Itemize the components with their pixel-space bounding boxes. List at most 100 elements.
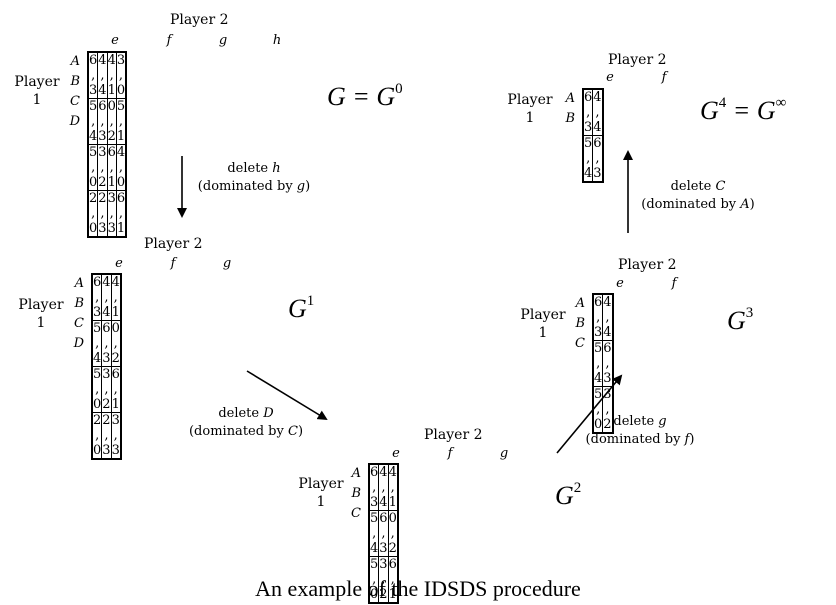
payoff-cell: 5 , 0 bbox=[592, 386, 604, 434]
game-label: G = G0 bbox=[327, 81, 403, 111]
payoff-cell: 4 , 4 bbox=[101, 273, 112, 321]
payoff-cell: 4 , 4 bbox=[602, 293, 614, 341]
row-header: B bbox=[575, 316, 585, 331]
payoff-cell: 4 , 1 bbox=[387, 463, 399, 511]
table-row: 5 , 0 3 , 2 6 , 1 4 , 0 bbox=[87, 144, 127, 191]
column-header: e bbox=[616, 276, 624, 291]
payoff-cell: 4 , 0 bbox=[115, 144, 127, 191]
payoff-cell: 2 , 3 bbox=[101, 412, 112, 460]
row-header: C bbox=[74, 316, 84, 331]
column-header: g bbox=[499, 446, 509, 461]
column-header: g bbox=[218, 33, 228, 48]
step-note-delete-c: delete C (dominated by A) bbox=[641, 179, 755, 212]
payoff-cell: 5 , 1 bbox=[115, 98, 127, 145]
table-row: 5 , 0 3 , 2 6 , 1 bbox=[368, 556, 399, 604]
row-header: A bbox=[565, 91, 575, 106]
table-row: 5 , 4 6 , 3 0 , 2 5 , 1 bbox=[87, 98, 127, 145]
row-header: B bbox=[74, 296, 84, 311]
payoff-cell: 6 , 3 bbox=[87, 51, 99, 99]
column-header: f bbox=[661, 70, 667, 85]
player2-label: Player 2 bbox=[424, 427, 483, 443]
step-note-delete-d: delete D (dominated by C) bbox=[188, 406, 304, 439]
payoff-cell: 2 , 0 bbox=[91, 412, 103, 460]
step-note-delete-h: delete h (dominated by g) bbox=[197, 161, 311, 194]
step-note-delete-g: delete g (dominated by f) bbox=[585, 414, 695, 447]
row-header: C bbox=[575, 336, 585, 351]
payoff-cell: 4 , 4 bbox=[97, 51, 108, 99]
game-label: G1 bbox=[288, 293, 315, 323]
payoff-cell: 5 , 0 bbox=[91, 366, 103, 413]
payoff-cell: 6 , 3 bbox=[582, 88, 594, 136]
game-label: G4 = G∞ bbox=[700, 95, 787, 125]
payoff-cell: 2 , 0 bbox=[87, 190, 99, 238]
column-header: e bbox=[115, 256, 123, 271]
row-header: B bbox=[70, 74, 80, 89]
payoff-cell: 3 , 3 bbox=[110, 412, 122, 460]
payoff-cell: 6 , 3 bbox=[91, 273, 103, 321]
payoff-cell: 4 , 4 bbox=[378, 463, 389, 511]
table-row: 2 , 0 2 , 3 3 , 3 bbox=[91, 412, 122, 460]
payoff-cell: 0 , 2 bbox=[387, 510, 399, 557]
payoff-cell: 6 , 3 bbox=[602, 340, 614, 387]
player2-label: Player 2 bbox=[170, 12, 229, 28]
payoff-matrix: 6 , 3 4 , 4 4 , 1 5 , 4 6 , 3 0 , 2 5 , … bbox=[91, 273, 122, 460]
payoff-cell: 6 , 3 bbox=[378, 510, 389, 557]
row-header: A bbox=[351, 466, 361, 481]
payoff-cell: 4 , 1 bbox=[110, 273, 122, 321]
payoff-cell: 3 , 0 bbox=[115, 51, 127, 99]
row-header: D bbox=[73, 336, 84, 351]
payoff-cell: 6 , 1 bbox=[106, 144, 117, 191]
payoff-cell: 4 , 1 bbox=[106, 51, 117, 99]
table-row: 5 , 0 3 , 2 bbox=[592, 386, 614, 434]
payoff-cell: 0 , 2 bbox=[106, 98, 117, 145]
payoff-cell: 2 , 3 bbox=[97, 190, 108, 238]
table-row: 6 , 3 4 , 4 4 , 1 bbox=[368, 463, 399, 511]
payoff-cell: 3 , 2 bbox=[602, 386, 614, 434]
payoff-cell: 6 , 1 bbox=[387, 556, 399, 604]
row-header: A bbox=[74, 276, 84, 291]
column-header: f bbox=[447, 446, 453, 461]
payoff-cell: 6 , 1 bbox=[115, 190, 127, 238]
player2-label: Player 2 bbox=[608, 52, 667, 68]
payoff-cell: 3 , 2 bbox=[97, 144, 108, 191]
column-header: e bbox=[606, 70, 614, 85]
payoff-cell: 5 , 0 bbox=[87, 144, 99, 191]
player2-label: Player 2 bbox=[144, 236, 203, 252]
payoff-matrix: 6 , 3 4 , 4 5 , 4 6 , 3 bbox=[582, 88, 604, 183]
figure-caption: An example of the IDSDS procedure bbox=[255, 576, 581, 601]
payoff-cell: 0 , 2 bbox=[110, 320, 122, 367]
table-row: 6 , 3 4 , 4 4 , 1 bbox=[91, 273, 122, 321]
row-header: A bbox=[70, 54, 80, 69]
game-label: G2 bbox=[555, 480, 582, 510]
payoff-matrix: 6 , 3 4 , 4 5 , 4 6 , 3 5 , 0 3 , 2 bbox=[592, 293, 614, 434]
payoff-cell: 6 , 3 bbox=[592, 293, 604, 341]
arrow-g1-to-g2 bbox=[246, 370, 328, 421]
payoff-cell: 5 , 4 bbox=[582, 135, 594, 183]
payoff-cell: 3 , 2 bbox=[101, 366, 112, 413]
table-row: 6 , 3 4 , 4 4 , 1 3 , 0 bbox=[87, 51, 127, 99]
payoff-cell: 5 , 4 bbox=[87, 98, 99, 145]
row-header: D bbox=[69, 114, 80, 129]
payoff-cell: 6 , 3 bbox=[97, 98, 108, 145]
column-header: f bbox=[671, 276, 677, 291]
row-header: C bbox=[351, 506, 361, 521]
payoff-cell: 5 , 4 bbox=[91, 320, 103, 367]
payoff-cell: 5 , 4 bbox=[368, 510, 380, 557]
table-row: 5 , 4 6 , 3 0 , 2 bbox=[91, 320, 122, 367]
player2-label: Player 2 bbox=[618, 257, 677, 273]
column-header: g bbox=[222, 256, 232, 271]
payoff-cell: 6 , 3 bbox=[368, 463, 380, 511]
table-row: 6 , 3 4 , 4 bbox=[592, 293, 614, 341]
column-header: f bbox=[166, 33, 172, 48]
column-header: f bbox=[170, 256, 176, 271]
column-header: e bbox=[111, 33, 119, 48]
payoff-cell: 6 , 3 bbox=[592, 135, 604, 183]
payoff-cell: 5 , 4 bbox=[592, 340, 604, 387]
table-row: 6 , 3 4 , 4 bbox=[582, 88, 604, 136]
column-header: h bbox=[272, 33, 282, 48]
